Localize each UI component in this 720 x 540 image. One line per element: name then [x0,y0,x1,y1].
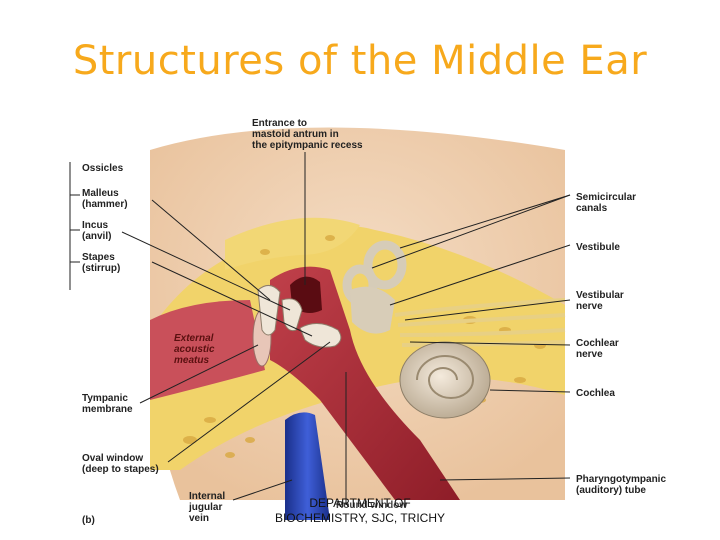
label-incus: Incus (anvil) [82,220,112,242]
leader-lines [69,152,571,505]
label-external-meatus: External acoustic meatus [174,333,215,366]
label-internal-jugular: Internal jugular vein [189,491,226,524]
vestibule-shape [350,286,395,334]
label-entrance-mastoid: Entrance to mastoid antrum in the epitym… [252,118,363,151]
label-tympanic-membrane: Tympanic membrane [82,393,133,415]
label-cochlea: Cochlea [576,388,615,399]
tegmen-bone [225,217,360,270]
label-malleus: Malleus (hammer) [82,188,128,210]
cochlea-shape [399,341,491,419]
label-vestibular-nerve: Vestibular nerve [576,290,624,312]
slide-footer: DEPARTMENT OF BIOCHEMISTRY, SJC, TRICHY [274,496,446,525]
label-semicircular-canals: Semicircular canals [576,192,637,214]
stapes-shape [299,323,342,348]
label-ossicles: Ossicles [82,163,124,174]
label-oval-window: Oval window (deep to stapes) [82,453,159,475]
internal-jugular-vein-shape [285,412,330,520]
label-stapes: Stapes (stirrup) [82,252,121,274]
external-acoustic-meatus [150,300,265,400]
label-pharyngotympanic-tube: Pharyngotympanic (auditory) tube [576,474,667,496]
incus-shape [281,298,303,332]
label-round-window: Round window [336,500,408,511]
slide-title: Structures of the Middle Ear [72,38,648,84]
nerve-bundle [394,298,566,347]
label-panel-b: (b) [82,515,95,526]
label-vestibule: Vestibule [576,242,620,253]
label-cochlear-nerve: Cochlear nerve [576,338,619,360]
